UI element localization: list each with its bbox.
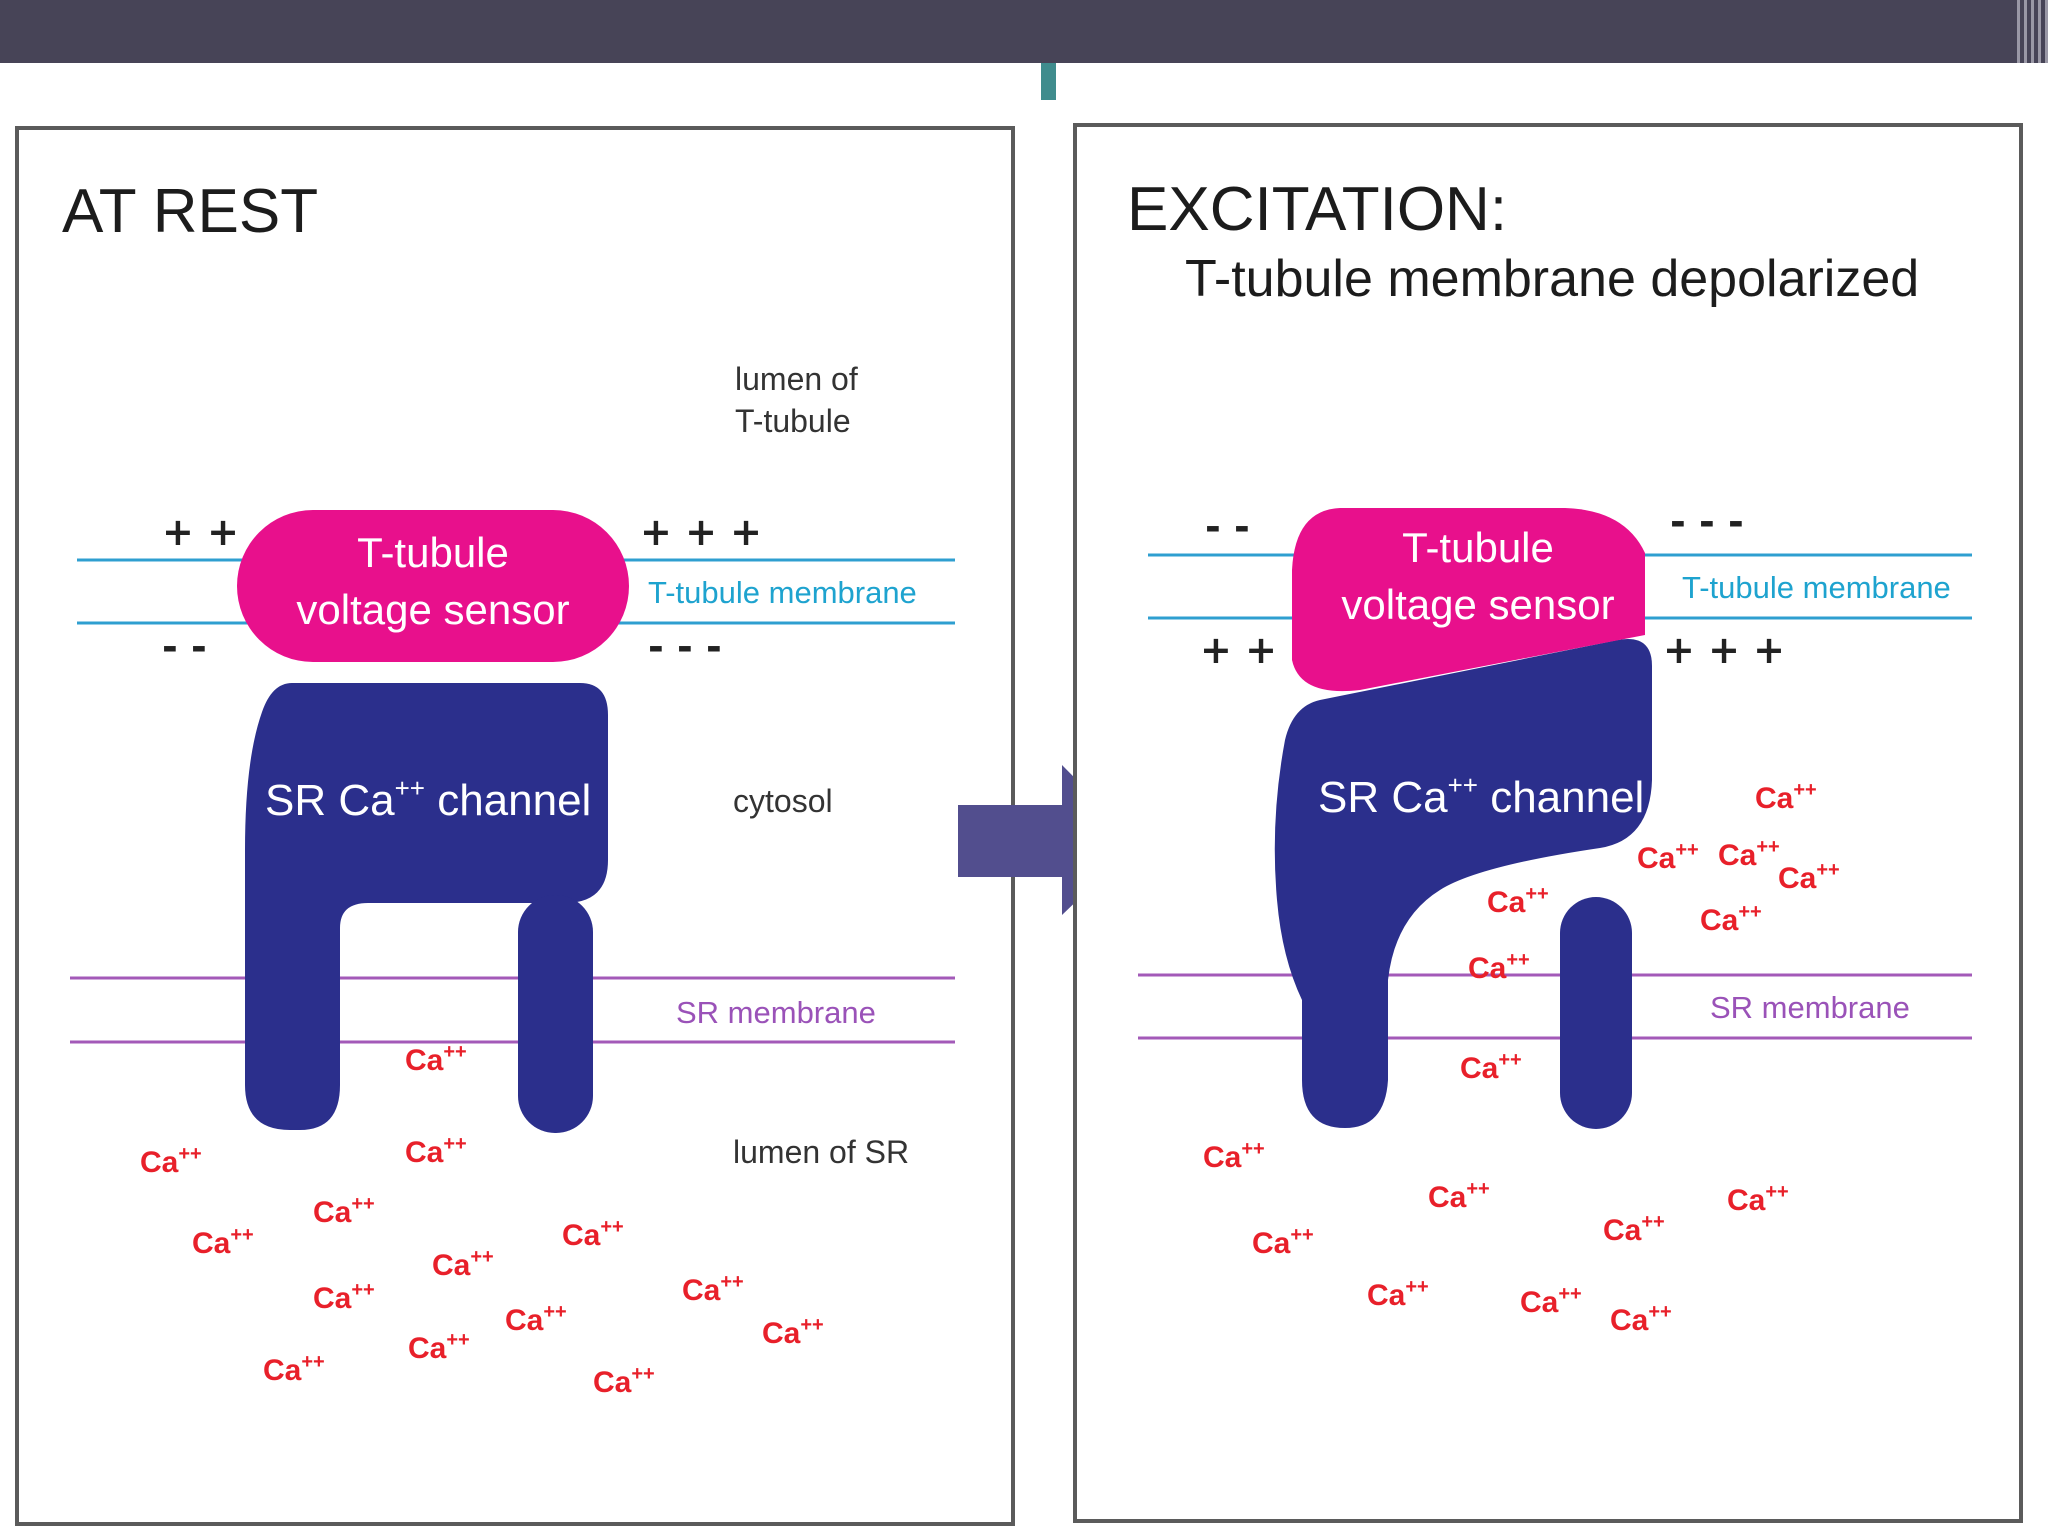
sr-channel-label: SR Ca++ channel [1318, 770, 1644, 822]
calcium-ion: Ca++ [432, 1246, 494, 1282]
sr-calcium-channel [245, 683, 608, 1130]
calcium-ion: Ca++ [1778, 859, 1840, 895]
voltage-sensor-label-line1: T-tubule [1402, 524, 1554, 571]
sr-membrane-label: SR membrane [676, 995, 876, 1030]
calcium-ion: Ca++ [408, 1329, 470, 1365]
panel-excitation: EXCITATION: T-tubule membrane depolarize… [1073, 123, 2023, 1523]
charges-bottom-left: - - [162, 625, 207, 669]
calcium-ion: Ca++ [1468, 949, 1530, 985]
voltage-sensor-label-line1: T-tubule [357, 529, 509, 576]
calcium-ion: Ca++ [1637, 839, 1699, 875]
sr-calcium-channel-gate [1560, 897, 1632, 1129]
calcium-ion: Ca++ [405, 1041, 467, 1077]
voltage-sensor-label-line2: voltage sensor [296, 586, 569, 633]
calcium-ions-excitation: Ca++ Ca++ Ca++ Ca++ Ca++ Ca++ Ca++ Ca++ … [1203, 779, 1840, 1337]
charges-bottom-right: + + + [1663, 628, 1785, 672]
calcium-ion: Ca++ [682, 1271, 744, 1307]
calcium-ion: Ca++ [1603, 1211, 1665, 1247]
calcium-ion: Ca++ [140, 1143, 202, 1179]
calcium-ion: Ca++ [405, 1133, 467, 1169]
header-bar [0, 0, 2048, 63]
calcium-ion: Ca++ [1755, 779, 1817, 815]
calcium-ion: Ca++ [505, 1301, 567, 1337]
charges-top-left: - - [1205, 505, 1250, 549]
calcium-ions-rest: Ca++ Ca++ Ca++ Ca++ Ca++ Ca++ Ca++ Ca++ … [140, 1041, 824, 1399]
calcium-ion: Ca++ [1367, 1276, 1429, 1312]
calcium-ion: Ca++ [1487, 883, 1549, 919]
t-tubule-membrane-label: T-tubule membrane [1682, 570, 1951, 605]
cytosol-label: cytosol [733, 783, 833, 819]
t-tubule-membrane-label: T-tubule membrane [648, 575, 917, 610]
calcium-ion: Ca++ [192, 1224, 254, 1260]
calcium-ion: Ca++ [1727, 1181, 1789, 1217]
calcium-ion: Ca++ [1700, 901, 1762, 937]
sr-calcium-channel-gate [518, 895, 593, 1133]
calcium-ion: Ca++ [1252, 1224, 1314, 1260]
header-stripes [1990, 0, 2048, 63]
panel-excitation-title: EXCITATION: [1127, 175, 1507, 244]
sr-channel-label: SR Ca++ channel [265, 773, 591, 825]
header-accent-mark [1041, 63, 1056, 100]
calcium-ion: Ca++ [562, 1216, 624, 1252]
t-tubule-voltage-sensor [1292, 508, 1645, 692]
calcium-ion: Ca++ [1520, 1283, 1582, 1319]
sr-calcium-channel [1274, 639, 1652, 1128]
lumen-t-tubule-label-line2: T-tubule [735, 403, 851, 439]
charges-bottom-left: + + [1200, 628, 1277, 672]
calcium-ion: Ca++ [1718, 836, 1780, 872]
panel-excitation-subtitle: T-tubule membrane depolarized [1185, 250, 1919, 308]
lumen-t-tubule-label-line1: lumen of [735, 361, 858, 397]
calcium-ion: Ca++ [1203, 1138, 1265, 1174]
calcium-ion: Ca++ [313, 1279, 375, 1315]
charges-top-left: + + [162, 510, 239, 554]
t-tubule-voltage-sensor [237, 510, 629, 662]
calcium-ion: Ca++ [593, 1363, 655, 1399]
sr-membrane-label: SR membrane [1710, 990, 1910, 1025]
calcium-ion: Ca++ [1428, 1178, 1490, 1214]
calcium-ion: Ca++ [1610, 1301, 1672, 1337]
charges-top-right: + + + [640, 510, 762, 554]
calcium-ion: Ca++ [263, 1351, 325, 1387]
calcium-ion: Ca++ [313, 1193, 375, 1229]
voltage-sensor-label-line2: voltage sensor [1341, 581, 1614, 628]
charges-top-right: - - - [1670, 500, 1744, 544]
lumen-of-sr-label: lumen of SR [733, 1134, 909, 1170]
calcium-ion: Ca++ [762, 1314, 824, 1350]
calcium-ion: Ca++ [1460, 1049, 1522, 1085]
panel-at-rest-title: AT REST [62, 177, 318, 246]
panel-at-rest: AT REST lumen of T-tubule + + + + + - - … [15, 126, 1015, 1526]
charges-bottom-right: - - - [648, 625, 722, 669]
